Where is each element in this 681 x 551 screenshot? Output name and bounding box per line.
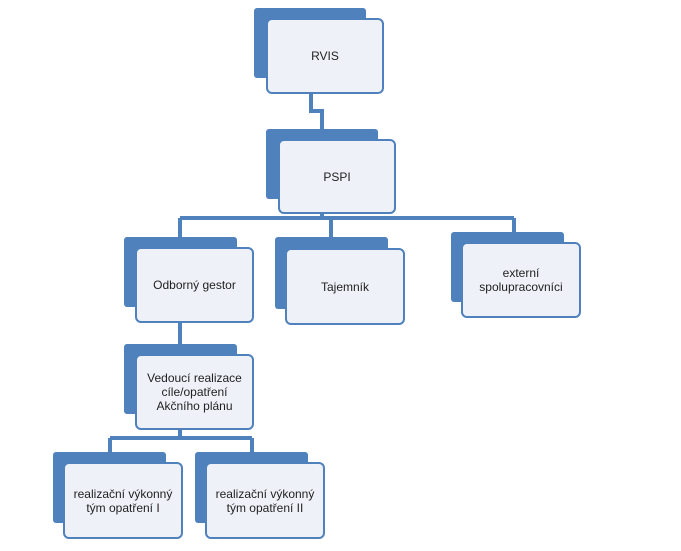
node-label: Odborný gestor (153, 278, 236, 292)
node-box: Odborný gestor (135, 247, 254, 323)
node-label: RVIS (311, 49, 339, 63)
node-label: Tajemník (320, 279, 370, 294)
node-label: realizační výkonný tým opatření I (73, 486, 173, 515)
node-box: PSPI (278, 139, 396, 214)
node-pspi: PSPI (266, 129, 396, 214)
node-realizacni-tym-1: realizační výkonný tým opatření I (53, 452, 183, 539)
node-label: externí spolupracovníci (479, 266, 563, 294)
node-externi-spolupracovnici: externí spolupracovníci (451, 232, 581, 318)
node-rvis: RVIS (254, 8, 384, 94)
node-odborny-gestor: Odborný gestor (124, 237, 254, 323)
node-box: realizační výkonný tým opatření II (205, 462, 325, 539)
node-box: externí spolupracovníci (461, 242, 581, 318)
node-tajemnik: Tajemník (275, 237, 405, 325)
node-box: RVIS (266, 18, 384, 94)
node-realizacni-tym-2: realizační výkonný tým opatření II (195, 452, 325, 539)
node-box: Tajemník (285, 248, 405, 325)
node-box: realizační výkonný tým opatření I (63, 462, 183, 539)
node-label: PSPI (323, 169, 351, 184)
node-label: Vedoucí realizace cíle/opatření Akčního … (147, 371, 242, 413)
node-vedouci-realizace: Vedoucí realizace cíle/opatření Akčního … (124, 344, 254, 430)
link-rvis-pspi (309, 92, 324, 129)
node-box: Vedoucí realizace cíle/opatření Akčního … (135, 354, 254, 430)
node-label: realizační výkonný tým opatření II (215, 486, 315, 515)
